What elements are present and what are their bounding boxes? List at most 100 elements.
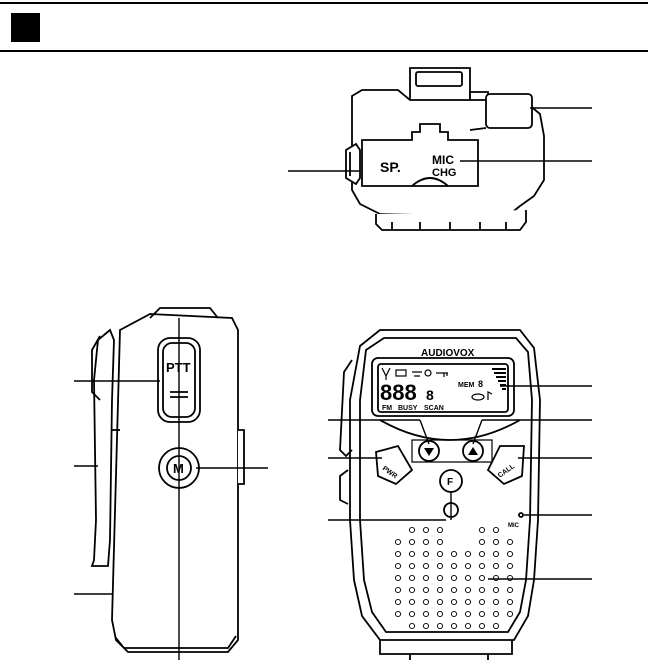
speaker-hole — [422, 562, 430, 570]
speaker-hole — [450, 610, 458, 618]
speaker-hole — [408, 586, 416, 594]
speaker-hole — [422, 574, 430, 582]
front-speaker-grille — [394, 526, 514, 630]
top-view — [345, 67, 545, 231]
lock-icon — [424, 369, 432, 377]
speaker-hole — [464, 586, 472, 594]
speaker-hole — [478, 610, 486, 618]
speaker-hole — [478, 574, 486, 582]
top-chg-label: CHG — [432, 167, 456, 179]
speaker-hole — [492, 550, 500, 558]
callout-up-button — [472, 419, 483, 445]
speaker-hole — [422, 598, 430, 606]
speaker-hole — [408, 538, 416, 546]
speaker-hole — [492, 574, 500, 582]
speaker-hole — [436, 562, 444, 570]
speaker-hole — [422, 538, 430, 546]
front-lcd — [371, 357, 515, 417]
speaker-hole — [408, 610, 416, 618]
speaker-hole — [492, 538, 500, 546]
speaker-hole — [436, 538, 444, 546]
speaker-hole — [478, 598, 486, 606]
speaker-hole — [436, 598, 444, 606]
front-display-small-digit: 8 — [426, 387, 434, 403]
front-lcd-icons — [381, 367, 493, 401]
top-sp-label: SP. — [380, 159, 401, 175]
speaker-hole — [450, 562, 458, 570]
side-callouts — [74, 318, 268, 660]
speaker-hole — [492, 562, 500, 570]
front-brand: AUDIOVOX — [421, 348, 475, 359]
speaker-hole — [492, 598, 500, 606]
speaker-hole — [478, 538, 486, 546]
up-arrow-icon — [468, 447, 478, 455]
top-antenna — [485, 93, 533, 129]
speaker-hole — [506, 562, 514, 570]
front-side-jack — [339, 469, 349, 505]
side-belt-clip — [90, 328, 115, 567]
speaker-hole — [506, 598, 514, 606]
side-bottom-edge — [115, 635, 237, 649]
top-clip-block-inner — [415, 71, 463, 87]
antenna-icon — [381, 367, 391, 380]
music-note-icon — [487, 391, 493, 400]
speaker-hole — [394, 538, 402, 546]
speaker-hole — [450, 550, 458, 558]
speaker-hole — [408, 574, 416, 582]
front-callouts — [328, 385, 592, 580]
speaker-hole — [450, 574, 458, 582]
speaker-hole — [478, 526, 486, 534]
header-bottom-rule — [0, 50, 648, 52]
speaker-hole — [422, 550, 430, 558]
top-callouts — [288, 107, 592, 172]
top-antenna-joint — [469, 99, 487, 131]
speaker-hole — [394, 550, 402, 558]
front-base — [379, 640, 513, 655]
speaker-hole — [394, 610, 402, 618]
header-top-rule — [0, 2, 648, 4]
front-view — [339, 329, 541, 660]
speaker-hole — [436, 550, 444, 558]
speaker-hole — [506, 610, 514, 618]
front-mem-label: MEM — [458, 382, 475, 389]
speaker-hole — [436, 622, 444, 630]
speaker-hole — [478, 586, 486, 594]
speaker-hole — [464, 610, 472, 618]
speaker-hole — [408, 562, 416, 570]
speaker-hole — [436, 610, 444, 618]
speaker-hole — [436, 574, 444, 582]
top-jack-arc — [411, 177, 449, 187]
speaker-hole — [422, 586, 430, 594]
key-icon — [436, 372, 448, 377]
speaker-hole — [478, 550, 486, 558]
speaker-hole — [450, 622, 458, 630]
speaker-hole — [408, 622, 416, 630]
scan-icon — [412, 371, 422, 377]
front-side-knob — [339, 359, 353, 458]
front-mem-digit: 8 — [478, 379, 483, 389]
vox-icon — [471, 393, 485, 401]
front-feet — [409, 654, 489, 660]
front-busy-label: BUSY — [398, 405, 418, 412]
top-side-knob — [345, 142, 361, 186]
speaker-hole — [450, 586, 458, 594]
speaker-hole — [408, 526, 416, 534]
front-mic-label: MIC — [508, 523, 520, 529]
speaker-hole — [464, 574, 472, 582]
speaker-hole — [506, 538, 514, 546]
front-signal-bars — [492, 368, 506, 390]
speaker-hole — [464, 562, 472, 570]
callout-down-button — [419, 419, 430, 445]
battery-icon — [395, 369, 407, 377]
speaker-hole — [492, 610, 500, 618]
front-pwr-button — [375, 444, 414, 486]
front-body-inner — [359, 337, 533, 633]
front-call-button — [486, 445, 525, 486]
speaker-hole — [506, 574, 514, 582]
speaker-hole — [408, 598, 416, 606]
speaker-hole — [394, 562, 402, 570]
speaker-hole — [506, 550, 514, 558]
speaker-hole — [464, 550, 472, 558]
speaker-hole — [394, 598, 402, 606]
